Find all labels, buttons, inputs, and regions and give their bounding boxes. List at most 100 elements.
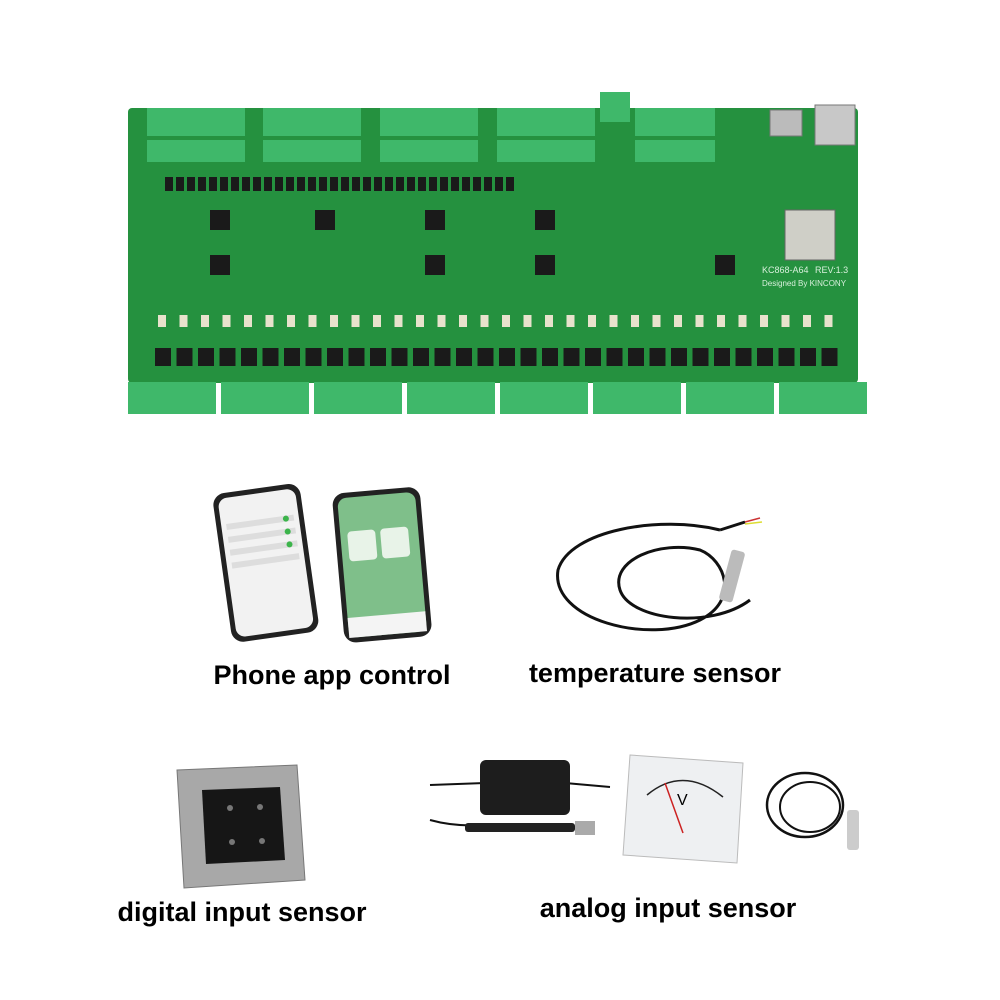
phone-app-caption: Phone app control [213, 660, 451, 690]
optocoupler [506, 177, 514, 191]
optocoupler [495, 177, 503, 191]
terminal-block [314, 382, 402, 414]
resistor [760, 315, 768, 327]
resistor [351, 315, 360, 327]
terminal-block [497, 108, 595, 136]
esp32-module [784, 209, 836, 261]
digital-caption: digital input sensor [117, 897, 367, 927]
ic-chips [210, 210, 735, 275]
optocoupler [319, 177, 327, 191]
optocoupler [176, 177, 184, 191]
transistor [520, 348, 537, 366]
terminal-block [380, 108, 478, 136]
transistor [198, 348, 214, 366]
resistor [781, 315, 790, 327]
optocoupler [385, 177, 393, 191]
resistor [652, 315, 661, 327]
usb-port [769, 109, 803, 137]
digital-switch-image [176, 764, 306, 889]
optocoupler [286, 177, 294, 191]
resistor [416, 315, 424, 327]
optocoupler [363, 177, 371, 191]
resistor [373, 315, 381, 327]
transistor [714, 348, 730, 366]
transistor [391, 348, 408, 366]
meter-unit: V [677, 792, 688, 809]
resistor [631, 315, 639, 327]
transistor [370, 348, 386, 366]
transistor [757, 348, 773, 366]
transistor [628, 348, 644, 366]
board-designer: Designed By KINCONY [762, 279, 847, 288]
optocoupler [418, 177, 426, 191]
transistor [735, 348, 752, 366]
resistor [265, 315, 274, 327]
terminal-block [593, 382, 681, 414]
resistor [459, 315, 467, 327]
transistor [778, 348, 795, 366]
optocoupler [352, 177, 360, 191]
transistor [800, 348, 816, 366]
optocoupler [407, 177, 415, 191]
transistor [262, 348, 279, 366]
optocoupler [484, 177, 492, 191]
resistor [201, 315, 209, 327]
resistor [480, 315, 489, 327]
resistor [308, 315, 317, 327]
transistor [563, 348, 580, 366]
terminal-block [779, 382, 867, 414]
transistor [219, 348, 236, 366]
ic-chip [715, 255, 735, 275]
resistor [674, 315, 682, 327]
resistor [287, 315, 295, 327]
resistor [824, 315, 833, 327]
optocoupler [473, 177, 481, 191]
resistor [179, 315, 188, 327]
phone-app-image [213, 484, 432, 643]
transistor [649, 348, 666, 366]
resistor [566, 315, 575, 327]
transistor [692, 348, 709, 366]
ic-chip [315, 210, 335, 230]
optocoupler [165, 177, 173, 191]
optocoupler [374, 177, 382, 191]
pcb [128, 108, 858, 383]
output-transistors [155, 177, 838, 366]
transistor [155, 348, 171, 366]
resistor [330, 315, 338, 327]
terminal-block [128, 382, 216, 414]
optocoupler [330, 177, 338, 191]
transistor [499, 348, 515, 366]
bottom-terminal-blocks [128, 382, 867, 414]
voltmeter: V [622, 754, 744, 864]
transistor [413, 348, 429, 366]
optocoupler [253, 177, 261, 191]
optocoupler [264, 177, 272, 191]
resistor [244, 315, 252, 327]
transistor [348, 348, 365, 366]
transistor [456, 348, 472, 366]
resistor [502, 315, 510, 327]
terminal-block [635, 140, 715, 162]
terminal-block [600, 92, 630, 122]
resistor [523, 315, 532, 327]
resistor [803, 315, 811, 327]
terminal-block [497, 140, 595, 162]
resistor [717, 315, 725, 327]
transistor [284, 348, 300, 366]
resistor [545, 315, 553, 327]
analog-sensors-image: V [429, 754, 859, 864]
terminal-block [221, 382, 309, 414]
ic-chip [425, 255, 445, 275]
optocoupler [308, 177, 316, 191]
transistor [327, 348, 343, 366]
optocoupler [440, 177, 448, 191]
controller-board-image: KC868-A64 REV:1.3 Designed By KINCONY [128, 92, 867, 414]
transistor [821, 348, 838, 366]
terminal-block [500, 382, 588, 414]
board-model: KC868-A64 [762, 265, 809, 275]
pressure-sensor [765, 771, 859, 850]
optocoupler [231, 177, 239, 191]
terminal-block [263, 108, 361, 136]
transistor [176, 348, 193, 366]
